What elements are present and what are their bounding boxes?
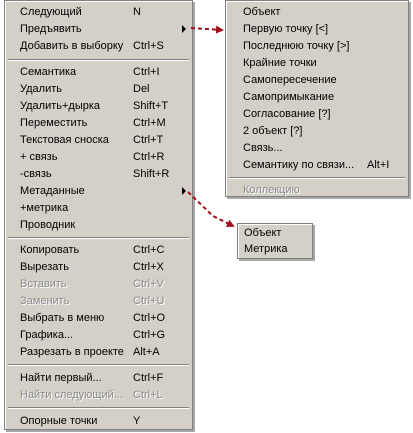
submenu-item-second-object[interactable]: 2 объект [?] (243, 125, 303, 137)
menu-item-next[interactable]: Следующий N (20, 6, 141, 18)
menu-item-semantics[interactable]: Семантика Ctrl+I (20, 66, 160, 78)
menu-separator (229, 177, 405, 179)
menu-item-delete[interactable]: Удалить Del (20, 83, 150, 95)
submenu-item-metric[interactable]: Метрика (244, 243, 288, 255)
menu-separator (8, 364, 189, 366)
submenu-item-object[interactable]: Объект (244, 227, 282, 239)
menu-item-add-link[interactable]: + связь Ctrl+R (20, 151, 165, 163)
menu-item-find-next: Найти следующий... Ctrl+L (20, 389, 163, 401)
menu-separator (8, 407, 189, 409)
submenu-item-collection: Коллекцию (243, 184, 300, 196)
context-menu: Следующий N Предъявить Добавить в выборк… (4, 0, 193, 430)
callout-arrow-present (190, 25, 224, 34)
menu-item-paste: Вставить Ctrl+V (20, 278, 164, 290)
submenu-item-semantics-by-link[interactable]: Семантику по связи... Alt+I (243, 159, 390, 171)
submenu-item-self-adjacency[interactable]: Самопримыкание (243, 91, 335, 103)
submenu-item-object[interactable]: Объект (243, 6, 281, 18)
menu-separator (8, 237, 189, 239)
submenu-item-last-point[interactable]: Последнюю точку [>] (243, 40, 350, 52)
menu-item-metadata[interactable]: Метаданные (5, 183, 192, 200)
menu-item-copy[interactable]: Копировать Ctrl+C (20, 244, 165, 256)
submenu-item-self-intersection[interactable]: Самопересечение (243, 74, 337, 86)
submenu-item-matching[interactable]: Согласование [?] (243, 108, 331, 120)
menu-item-split-in-project[interactable]: Разрезать в проекте Alt+A (20, 346, 160, 358)
menu-item-anchor-points[interactable]: Опорные точки Y (20, 415, 141, 427)
submenu-arrow-icon (182, 187, 186, 195)
menu-item-present[interactable]: Предъявить (5, 21, 192, 38)
menu-item-text-callout[interactable]: Текстовая сноска Ctrl+T (20, 134, 164, 146)
menu-item-cut[interactable]: Вырезать Ctrl+X (20, 261, 164, 273)
menu-item-graphics[interactable]: Графика... Ctrl+G (20, 329, 166, 341)
submenu-item-link[interactable]: Связь... (243, 142, 283, 154)
submenu-metadata: Объект Метрика (237, 223, 313, 259)
menu-item-move[interactable]: Переместить Ctrl+M (20, 117, 166, 129)
menu-item-select-in-menu[interactable]: Выбрать в меню Ctrl+O (20, 312, 166, 324)
submenu-item-end-points[interactable]: Крайние точки (243, 57, 317, 69)
submenu-arrow-icon (182, 25, 186, 33)
submenu-item-first-point[interactable]: Первую точку [<] (243, 23, 329, 35)
submenu-present: Объект Первую точку [<] Последнюю точку … (225, 0, 409, 197)
menu-item-find-first[interactable]: Найти первый... Ctrl+F (20, 372, 164, 384)
menu-item-remove-link[interactable]: -связь Shift+R (20, 168, 170, 180)
menu-item-replace: Заменить Ctrl+U (20, 295, 165, 307)
menu-item-add-to-selection[interactable]: Добавить в выборку Ctrl+S (20, 40, 164, 52)
menu-separator (8, 59, 189, 61)
menu-item-add-metric[interactable]: +метрика (20, 202, 69, 214)
menu-item-delete-hole[interactable]: Удалить+дырка Shift+T (20, 100, 169, 112)
menu-item-explorer[interactable]: Проводник (20, 219, 76, 231)
